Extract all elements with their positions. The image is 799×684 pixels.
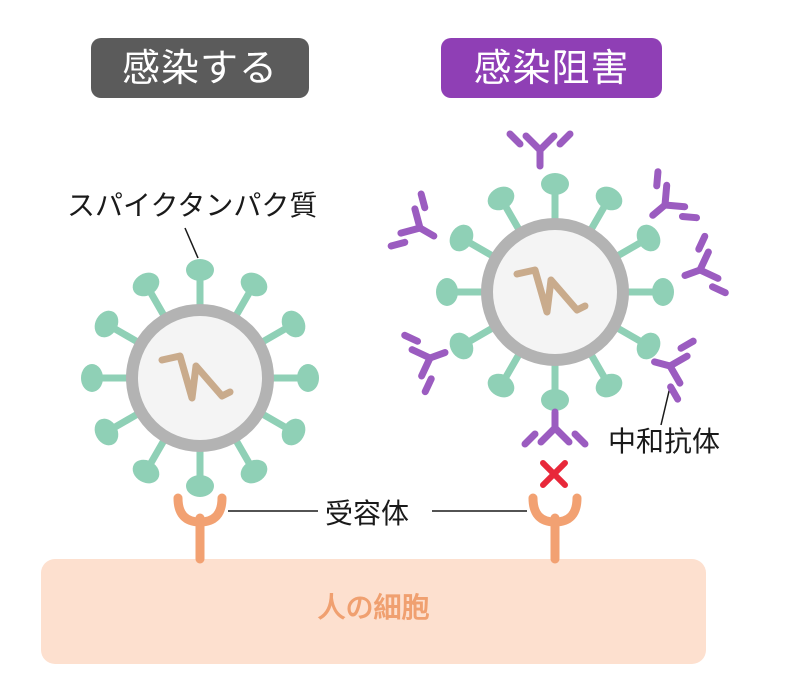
virus-left — [81, 259, 319, 497]
spike-head — [186, 259, 214, 281]
rna-strand — [513, 266, 589, 316]
spike-head — [449, 224, 474, 252]
antibody-leader — [660, 386, 671, 426]
rna-strand — [158, 352, 234, 402]
spike-leader — [184, 227, 199, 259]
label-spike-protein: スパイクタンパク質 — [67, 189, 318, 222]
spike-head — [81, 364, 103, 392]
antibody — [506, 130, 574, 170]
spike-head — [449, 332, 474, 360]
label-receptor: 受容体 — [325, 497, 410, 530]
spike-head — [132, 272, 160, 297]
title-block-infection: 感染阻害 — [441, 38, 662, 98]
virus-envelope — [481, 218, 629, 366]
antibody — [401, 331, 449, 396]
antibody — [387, 190, 438, 250]
receptor-left — [173, 493, 227, 564]
antibody — [681, 232, 729, 297]
spike-head — [541, 173, 569, 195]
human-cell — [41, 559, 706, 664]
spike-head — [595, 373, 623, 398]
spike-head — [281, 418, 306, 446]
antibody — [521, 408, 589, 448]
spike-head — [595, 186, 623, 211]
label-neutralizing-antibody: 中和抗体 — [608, 425, 721, 458]
block-x-mark — [540, 460, 568, 488]
spike-head — [487, 373, 515, 398]
virus-right — [387, 130, 729, 448]
spike-head — [132, 459, 160, 484]
spike-head — [186, 475, 214, 497]
spike-head — [636, 224, 661, 252]
spike-head — [541, 389, 569, 411]
spike-head — [240, 459, 268, 484]
spike-head — [487, 186, 515, 211]
spike-head — [636, 332, 661, 360]
antibody — [649, 168, 701, 222]
spike-head — [436, 278, 458, 306]
spike-head — [94, 310, 119, 338]
spike-head — [297, 364, 319, 392]
spike-head — [652, 278, 674, 306]
label-human-cell: 人の細胞 — [317, 591, 430, 624]
title-infect: 感染する — [91, 38, 309, 98]
antibody — [651, 337, 697, 403]
spike-head — [94, 418, 119, 446]
receptor-right — [528, 493, 582, 564]
spike-head — [281, 310, 306, 338]
spike-head — [240, 272, 268, 297]
virus-envelope — [126, 304, 274, 452]
